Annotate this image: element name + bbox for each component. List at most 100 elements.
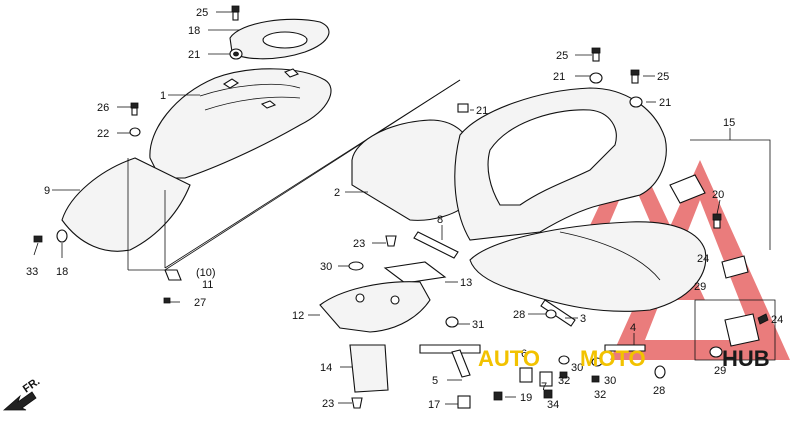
fastener-28a (545, 309, 557, 319)
callout-20: 20 (712, 189, 724, 201)
part-body-cowl (454, 87, 706, 241)
part-stay-3 (540, 299, 576, 327)
callout-5: 5 (432, 375, 438, 387)
fastener-19 (493, 391, 503, 401)
callout-21: 21 (188, 49, 200, 61)
fastener-33 (33, 235, 43, 243)
fastener-21b (457, 103, 469, 113)
fastener-18b (56, 229, 68, 243)
callout-28: 28 (653, 385, 665, 397)
group-15-frame (690, 128, 776, 361)
fastener-25a (231, 5, 240, 21)
callout-21: 21 (553, 71, 565, 83)
part-lower-cowl (469, 221, 707, 312)
rubber-7 (539, 371, 553, 387)
callout-30: 30 (320, 261, 332, 273)
callout-4: 4 (630, 322, 636, 334)
leader-lines (33, 11, 721, 405)
callout-21: 21 (476, 105, 488, 117)
callout-1: 1 (160, 90, 166, 102)
fastener-21d (629, 96, 643, 108)
callout-32: 32 (558, 375, 570, 387)
watermark-hub: HUB (722, 346, 770, 371)
callout-3: 3 (580, 313, 586, 325)
callout-21: 21 (659, 97, 671, 109)
part-side-cover (351, 119, 471, 221)
fastener-21a (229, 48, 243, 60)
callout-25: 25 (556, 50, 568, 62)
part-stay-4 (604, 344, 646, 352)
clip-10-11 (164, 269, 182, 281)
fastener-32a (559, 371, 568, 379)
fastener-31 (445, 316, 459, 328)
callout-13: 13 (460, 277, 472, 289)
part-bracket-13 (383, 261, 447, 284)
fastener-23a (385, 235, 397, 247)
rubber-6 (519, 367, 533, 383)
fastener-30b (558, 355, 570, 365)
callout-23: 23 (353, 238, 365, 250)
direction-label: FR. (21, 375, 42, 395)
callout-30: 30 (604, 375, 616, 387)
callout-14: 14 (320, 362, 332, 374)
fastener-30a (348, 261, 364, 271)
callout-30: 30 (571, 362, 583, 374)
callout-26: 26 (97, 102, 109, 114)
fastener-27 (163, 297, 171, 304)
callout-33: 33 (26, 266, 38, 278)
callout-24: 24 (697, 253, 709, 265)
callout-25: 25 (196, 7, 208, 19)
fastener-28b (654, 365, 666, 379)
fastener-23b (351, 397, 363, 409)
watermark-moto: MOTO (580, 346, 646, 371)
callout-8: 8 (437, 214, 443, 226)
callout-27: 27 (194, 297, 206, 309)
callout-18: 18 (188, 25, 200, 37)
callout-22: 22 (97, 128, 109, 140)
part-plate-12 (319, 281, 431, 333)
part-reflector-a (721, 255, 749, 279)
fastener-30c (591, 357, 603, 367)
callout-32: 32 (594, 389, 606, 401)
fastener-25c (630, 69, 640, 84)
callout-9: 9 (44, 185, 50, 197)
callout-29: 29 (714, 365, 726, 377)
callout-34: 34 (547, 399, 559, 411)
part-rear-fender (61, 157, 191, 270)
callout-31: 31 (472, 319, 484, 331)
callout-18: 18 (56, 266, 68, 278)
part-reflector-b (724, 313, 760, 347)
fastener-26 (130, 102, 139, 116)
fastener-34 (543, 389, 553, 399)
fastener-17 (457, 395, 471, 409)
callout-29: 29 (694, 281, 706, 293)
callout-28: 28 (513, 309, 525, 321)
fastener-22 (129, 127, 141, 137)
callout-24: 24 (771, 314, 783, 326)
part-bracket-5 (419, 344, 481, 378)
callout-19: 19 (520, 392, 532, 404)
part-bracket-14 (349, 344, 389, 393)
fastener-32b (591, 375, 600, 383)
fastener-20 (712, 213, 722, 229)
part-stay-8 (413, 231, 459, 259)
watermark-auto: AUTO (478, 346, 540, 371)
fastener-21c (589, 72, 603, 84)
callout-11: 11 (202, 279, 213, 291)
callout-6: 6 (521, 348, 527, 360)
callout-25: 25 (657, 71, 669, 83)
fastener-24b (757, 313, 769, 325)
part-top-cover (229, 18, 330, 60)
callout-15: 15 (723, 117, 735, 129)
part-seat-cowl (149, 68, 332, 179)
callout-10: (10) (196, 267, 216, 279)
callout-2: 2 (334, 187, 340, 199)
callout-labels: 25 18 21 1 26 22 9 33 18 (10) 11 27 2 21… (26, 7, 783, 411)
fastener-29b (709, 346, 723, 358)
callout-17: 17 (428, 399, 440, 411)
watermark-text: AUTO MOTO HUB (478, 346, 770, 371)
callout-7: 7 (541, 381, 547, 393)
direction-arrow: FR. (2, 375, 42, 411)
callout-23: 23 (322, 398, 334, 410)
